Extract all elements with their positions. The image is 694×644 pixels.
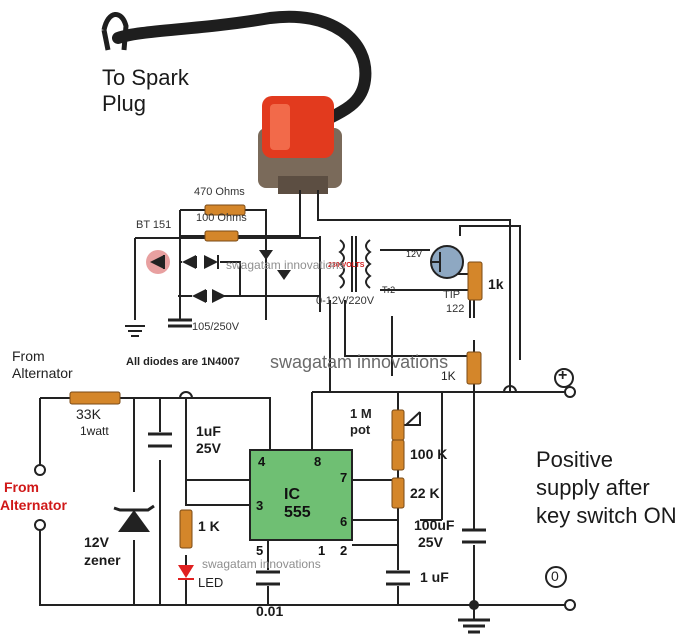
ic-pin-1: 1 <box>318 543 326 558</box>
transformer-label: 0-12V/220V <box>316 295 375 307</box>
r33k-watt-label: 1watt <box>80 424 109 438</box>
scr-bt151 <box>146 250 170 274</box>
diode-vertical <box>259 250 291 280</box>
ground-node <box>469 600 479 610</box>
r470-label: 470 Ohms <box>194 186 245 198</box>
ic-pin-3: 3 <box>256 498 264 513</box>
tr2-label: Tr2 <box>382 285 396 295</box>
capacitor-1uf-bottom <box>386 570 410 586</box>
diodes-note: All diodes are 1N4007 <box>126 356 240 368</box>
capacitor-100uf <box>462 528 486 544</box>
resistor-22k <box>391 477 405 509</box>
ic-pin-2: 2 <box>340 543 348 558</box>
positive-supply-line1: Positive <box>536 447 614 472</box>
cap1uf-bottom-label: 1 uF <box>420 569 449 585</box>
resistor-1k-led <box>179 509 193 549</box>
capacitor-105-250v <box>168 318 192 328</box>
from-alternator-1-line2: Alternator <box>12 365 73 381</box>
ic-pin-8: 8 <box>314 454 322 469</box>
ic-name-line2: 555 <box>284 504 311 521</box>
zero-terminal-label: 0 <box>551 568 559 584</box>
spark-plug-label-line2: Plug <box>102 91 147 116</box>
plus-terminal-label: + <box>558 367 568 384</box>
ground-symbol-top <box>125 325 145 337</box>
t12v-label: 12V <box>406 249 423 259</box>
resistor-1k-mid <box>466 351 482 385</box>
resistor-33k <box>69 391 121 405</box>
cap001-label: 0.01 <box>256 603 284 619</box>
terminal-alternator-bottom <box>34 519 46 531</box>
resistor-470-ohms <box>204 204 246 216</box>
spark-plug-label-line1: To Spark <box>102 65 189 90</box>
led-label: LED <box>198 575 224 590</box>
zener-label-line2: zener <box>84 552 121 568</box>
terminal-zero <box>545 566 576 611</box>
from-alternator-1-line1: From <box>12 348 45 364</box>
transistor-tip122 <box>430 245 464 279</box>
diode-row-2 <box>192 289 226 303</box>
capacitor-0-01 <box>256 570 280 586</box>
wire-crossings <box>179 385 517 399</box>
tip-number: 122 <box>446 303 465 315</box>
ic-name-line1: IC <box>284 486 300 503</box>
cap1uf-label-line2: 25V <box>196 440 221 456</box>
wires <box>39 190 575 620</box>
r1k-led-label: 1 K <box>198 518 220 534</box>
r22k-label: 22 K <box>410 485 440 501</box>
cap100uf-label-line2: 25V <box>418 534 443 550</box>
t230v-label: 230 VOLTS <box>328 262 365 269</box>
watermark-bottom: swagatam innovations <box>202 557 321 571</box>
r100-label: 100 Ohms <box>196 212 247 224</box>
r1k-top-label: 1k <box>488 276 504 292</box>
ic-pin-7: 7 <box>340 470 348 485</box>
r100k-label: 100 K <box>410 446 448 462</box>
cap100uf-label-line1: 100uF <box>414 517 455 533</box>
ic-555-body <box>249 449 353 541</box>
cap1uf-label-line1: 1uF <box>196 423 221 439</box>
zener-label-line1: 12V <box>84 534 109 550</box>
watermark-top: swagatam innovations <box>226 258 345 272</box>
spark-plug-cable <box>101 10 372 124</box>
led-indicator <box>178 565 194 580</box>
bt151-label: BT 151 <box>136 219 172 231</box>
diode-row-1 <box>182 255 219 269</box>
ground-symbol-bottom <box>458 618 490 634</box>
pot-label-line1: 1 M <box>350 406 372 421</box>
watermark-middle: swagatam innovations <box>270 352 449 372</box>
ic-pin-4: 4 <box>258 454 266 469</box>
positive-supply-line3: key switch ON <box>536 503 677 528</box>
resistor-100-ohms <box>204 230 239 242</box>
from-alternator-2-line1: From <box>4 479 39 495</box>
r1k-mid-label: 1K <box>441 369 456 383</box>
terminal-plus <box>554 368 576 398</box>
tip-label: TIP <box>443 289 461 301</box>
resistor-1k-top <box>467 261 483 301</box>
cap105-label: 105/250V <box>192 321 240 333</box>
potentiometer-1m <box>391 409 421 441</box>
pot-label-line2: pot <box>350 422 371 437</box>
from-alternator-2-line2: Alternator <box>0 497 67 513</box>
terminal-alternator-top <box>34 464 46 476</box>
transformer-tr2 <box>338 236 372 292</box>
ignition-coil <box>258 96 342 194</box>
ic-pin-6: 6 <box>340 514 348 529</box>
resistor-100k <box>391 439 405 471</box>
ic-pin-5: 5 <box>256 543 264 558</box>
positive-supply-line2: supply after <box>536 475 650 500</box>
r33k-label: 33K <box>76 406 101 422</box>
capacitor-1uf-25v <box>148 432 172 448</box>
zener-diode <box>113 504 155 532</box>
